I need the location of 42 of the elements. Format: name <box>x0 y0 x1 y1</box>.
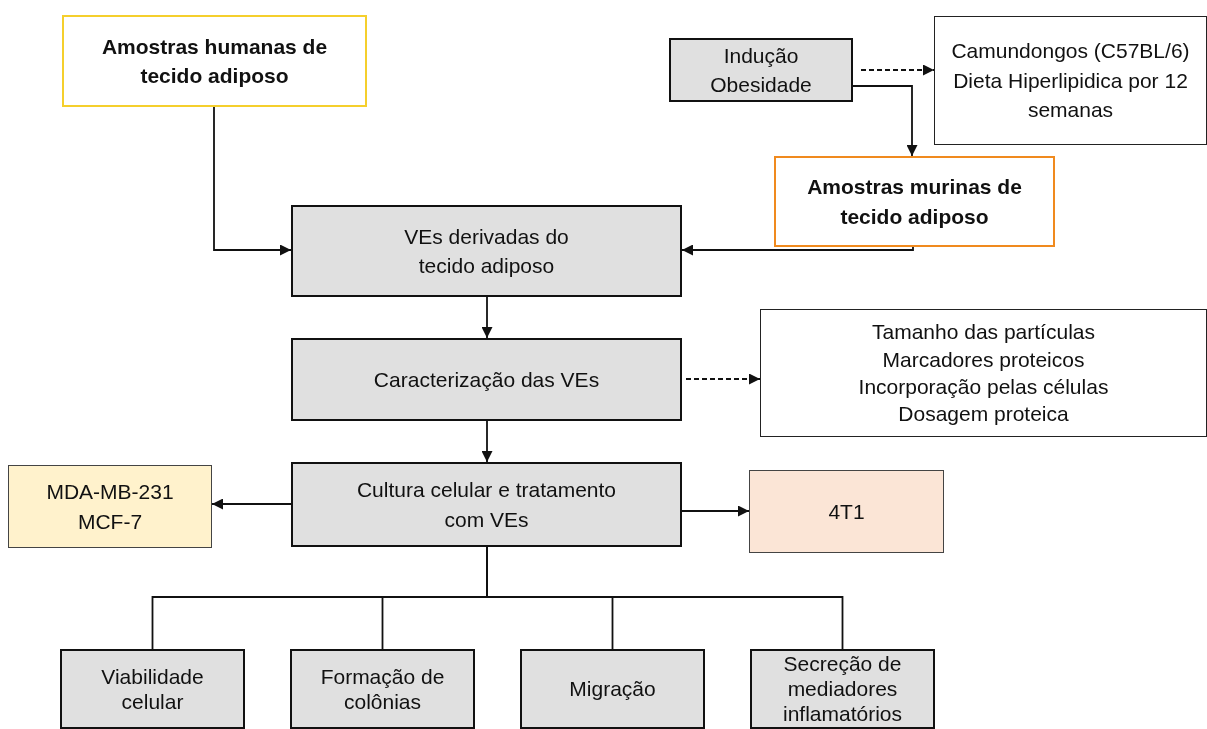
box-text: MCF-7 <box>77 508 143 535</box>
arrow <box>481 296 493 339</box>
process-box <box>760 309 1207 437</box>
box-text: Tamanho das partículas <box>872 319 1095 346</box>
arrow <box>211 498 292 510</box>
process-box <box>291 205 682 297</box>
box-text: VEs derivadas do tecido adiposo <box>403 223 570 279</box>
process-box <box>291 338 682 421</box>
box-text: Marcadores proteicos <box>882 346 1085 373</box>
box-text: Amostras murinas de tecido adiposo <box>806 174 1023 230</box>
box-text: Secreção de mediadores inflamatórios <box>781 651 904 727</box>
arrow <box>681 505 750 517</box>
process-box <box>750 649 935 729</box>
process-box <box>749 470 944 553</box>
arrow <box>852 85 918 157</box>
process-box <box>62 15 367 107</box>
process-box <box>520 649 705 729</box>
arrow <box>481 420 493 463</box>
box-text: Camundongos (C57BL/6) <box>951 38 1190 65</box>
box-text: Viabilidade celular <box>100 663 205 715</box>
box-text: 4T1 <box>828 498 865 525</box>
box-text: Amostras humanas de tecido adiposo <box>100 33 329 89</box>
box-text: Incorporação pelas células <box>858 374 1109 400</box>
box-text: Caracterização das VEs <box>373 366 600 393</box>
box-text: Indução Obesidade <box>709 42 813 98</box>
box-text: Dieta Hiperlipidica por 12 semanas <box>952 67 1189 124</box>
arrow <box>685 373 761 385</box>
box-text: Migração <box>569 676 656 702</box>
process-box <box>669 38 853 102</box>
arrow <box>681 244 914 256</box>
box-text: MDA-MB-231 <box>46 479 174 506</box>
box-text: Formação de colônias <box>319 663 446 715</box>
process-box <box>8 465 212 548</box>
arrow <box>860 64 935 76</box>
process-box <box>774 156 1055 247</box>
process-box <box>60 649 245 729</box>
process-box <box>291 462 682 547</box>
process-box <box>934 16 1207 145</box>
box-text: Cultura celular e tratamento com VEs <box>355 477 618 533</box>
box-text: Dosagem proteica <box>898 401 1069 428</box>
arrow <box>213 106 292 256</box>
process-box <box>290 649 475 729</box>
